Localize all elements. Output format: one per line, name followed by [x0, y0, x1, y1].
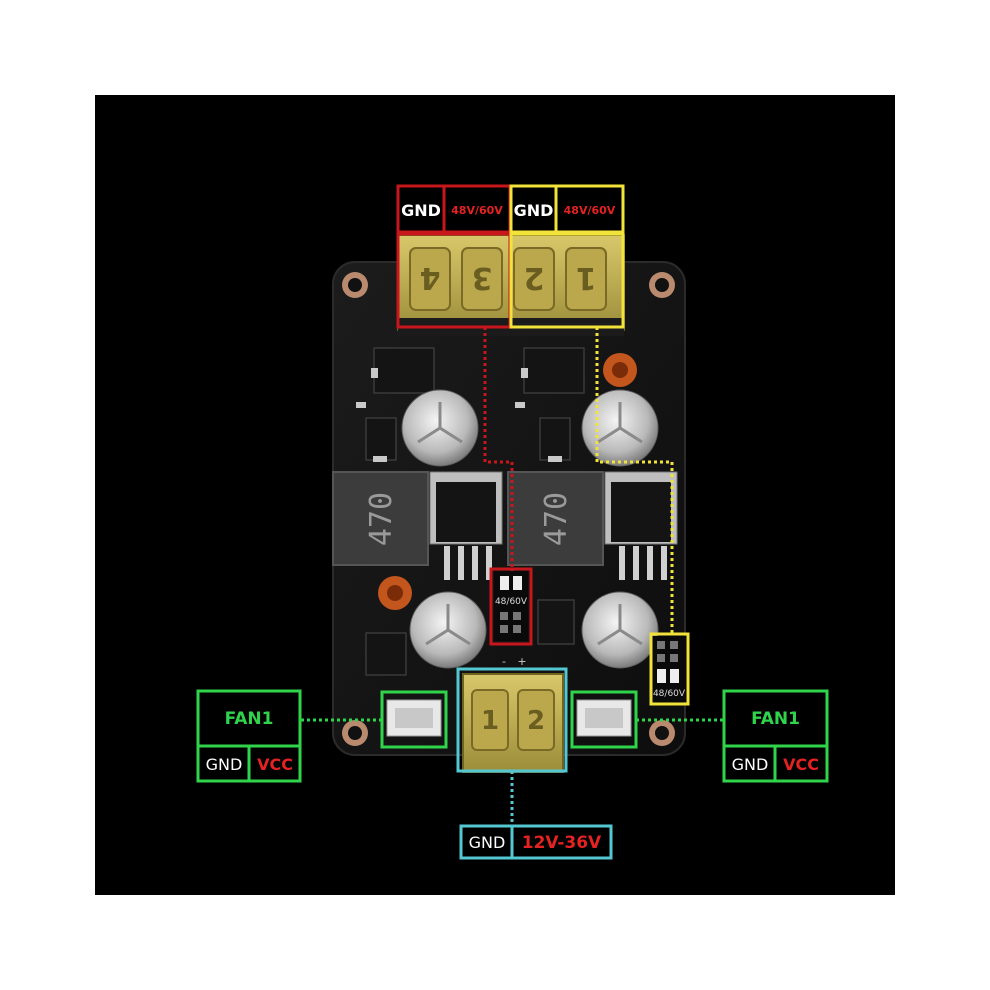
fan-left-title: FAN1 — [224, 709, 274, 729]
inductors — [332, 471, 604, 566]
inductor-label-right: 470 — [539, 492, 574, 546]
fan-right-vcc: VCC — [783, 754, 819, 774]
orange-capacitors — [378, 353, 637, 610]
jumper-label-left: 48/60V — [495, 597, 528, 607]
smd-components-lower — [365, 599, 575, 676]
input-label-voltage: 12V-36V — [521, 832, 602, 853]
pin-number-1: 1 — [576, 260, 597, 295]
top-label-gnd-2: GND — [513, 200, 554, 220]
cyan-label-box — [459, 824, 613, 860]
fan-right-gnd: GND — [731, 754, 769, 774]
input-pin-2: 2 — [527, 706, 545, 736]
input-pin-1: 1 — [481, 706, 499, 736]
pin-number-4: 4 — [420, 260, 441, 295]
fan-left-vcc: VCC — [257, 754, 293, 774]
pin-number-3: 3 — [472, 260, 493, 295]
top-label-boxes — [396, 184, 625, 234]
yellow-terminal-highlight — [509, 232, 625, 329]
fan-label-boxes — [196, 689, 829, 783]
smd-components-upper — [365, 347, 585, 461]
input-polarity-minus: - — [502, 655, 506, 668]
regulator-ics — [429, 471, 678, 580]
capacitors — [401, 389, 659, 669]
pin-number-2: 2 — [524, 260, 545, 295]
inductor-label-left: 470 — [364, 492, 399, 546]
jumper-label-right: 48/60V — [653, 689, 686, 699]
fan-connector-left — [386, 699, 442, 737]
yellow-routing-line — [595, 327, 674, 636]
top-label-voltage-2: 48V/60V — [563, 203, 616, 217]
input-label-gnd: GND — [468, 833, 506, 852]
jumper-header-right — [652, 636, 686, 702]
yellow-jumper-highlight — [649, 632, 690, 706]
red-routing-line — [483, 327, 514, 571]
fan-connector-right — [576, 699, 632, 737]
top-label-voltage-1: 48V/60V — [451, 203, 503, 217]
mounting-holes — [342, 272, 675, 746]
fan-left-gnd: GND — [205, 754, 243, 774]
top-label-gnd-1: GND — [401, 200, 441, 220]
smd-pads — [356, 368, 562, 462]
input-polarity-plus: + — [517, 655, 526, 668]
jumper-header-left — [494, 571, 528, 641]
input-screw-terminal — [462, 673, 564, 773]
fan-right-title: FAN1 — [751, 709, 800, 729]
red-jumper-highlight — [489, 567, 533, 646]
